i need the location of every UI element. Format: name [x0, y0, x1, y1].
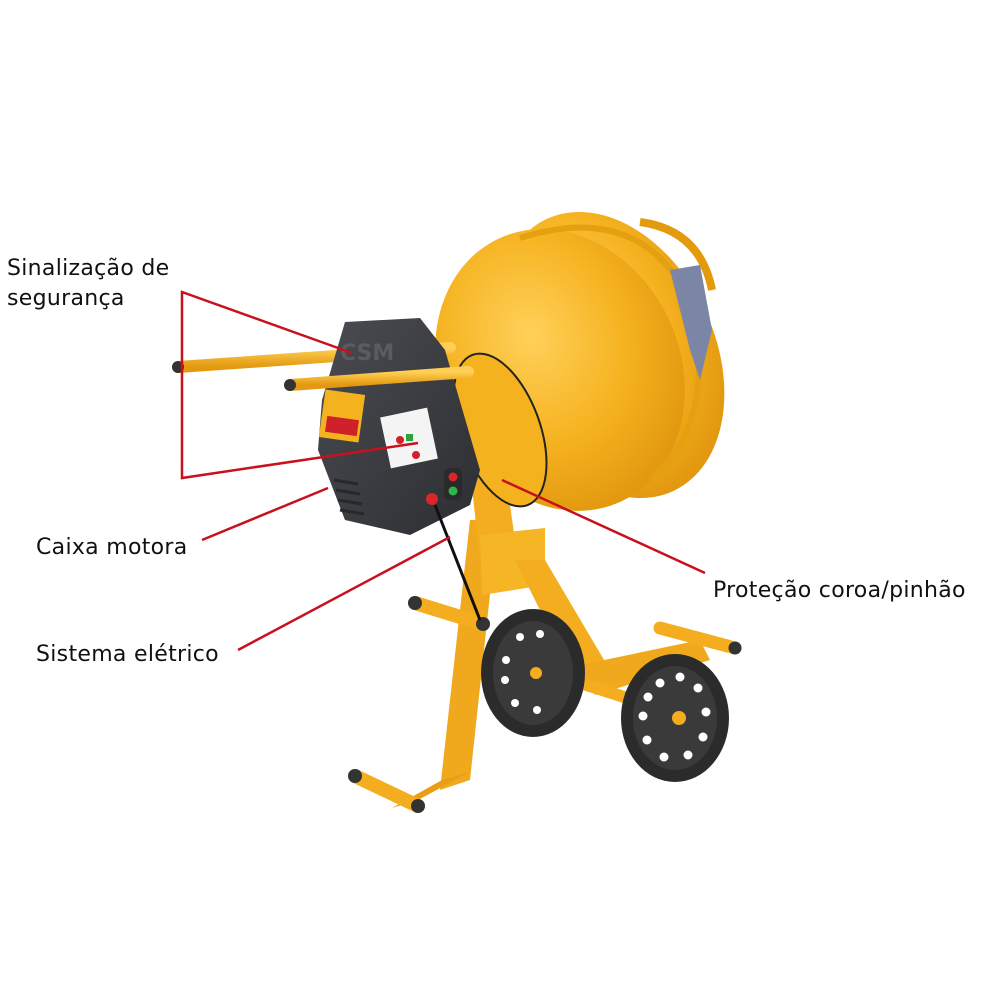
switch-panel — [444, 468, 462, 500]
stand-frame — [348, 470, 742, 813]
warning-sticker — [318, 389, 366, 443]
callout-line-protecao — [501, 478, 706, 575]
callout-lines — [180, 290, 706, 652]
wheel-front — [621, 654, 729, 782]
callout-sinalizacao-line1: Sinalização de — [7, 256, 170, 281]
power-connector — [426, 493, 438, 505]
power-cable — [433, 504, 482, 621]
callout-line-caixa — [201, 486, 329, 542]
mixer-drum — [435, 211, 725, 511]
callout-line-sinalizacao — [180, 290, 419, 480]
wheel-rear — [481, 609, 585, 737]
callout-protecao-coroa-pinhao: Proteção coroa/pinhão — [713, 578, 966, 603]
stop-button — [448, 472, 458, 482]
callout-line-sistema — [237, 535, 451, 652]
csm-logo-text: CSM — [340, 341, 394, 366]
callout-sinalizacao-line2: segurança — [7, 286, 125, 311]
callout-sinalizacao: Sinalização de segurança — [7, 254, 170, 314]
start-button — [448, 486, 458, 496]
csm-logo-panel — [670, 265, 712, 380]
callout-sistema-eletrico: Sistema elétrico — [36, 642, 219, 667]
callout-caixa-motora: Caixa motora — [36, 535, 188, 560]
